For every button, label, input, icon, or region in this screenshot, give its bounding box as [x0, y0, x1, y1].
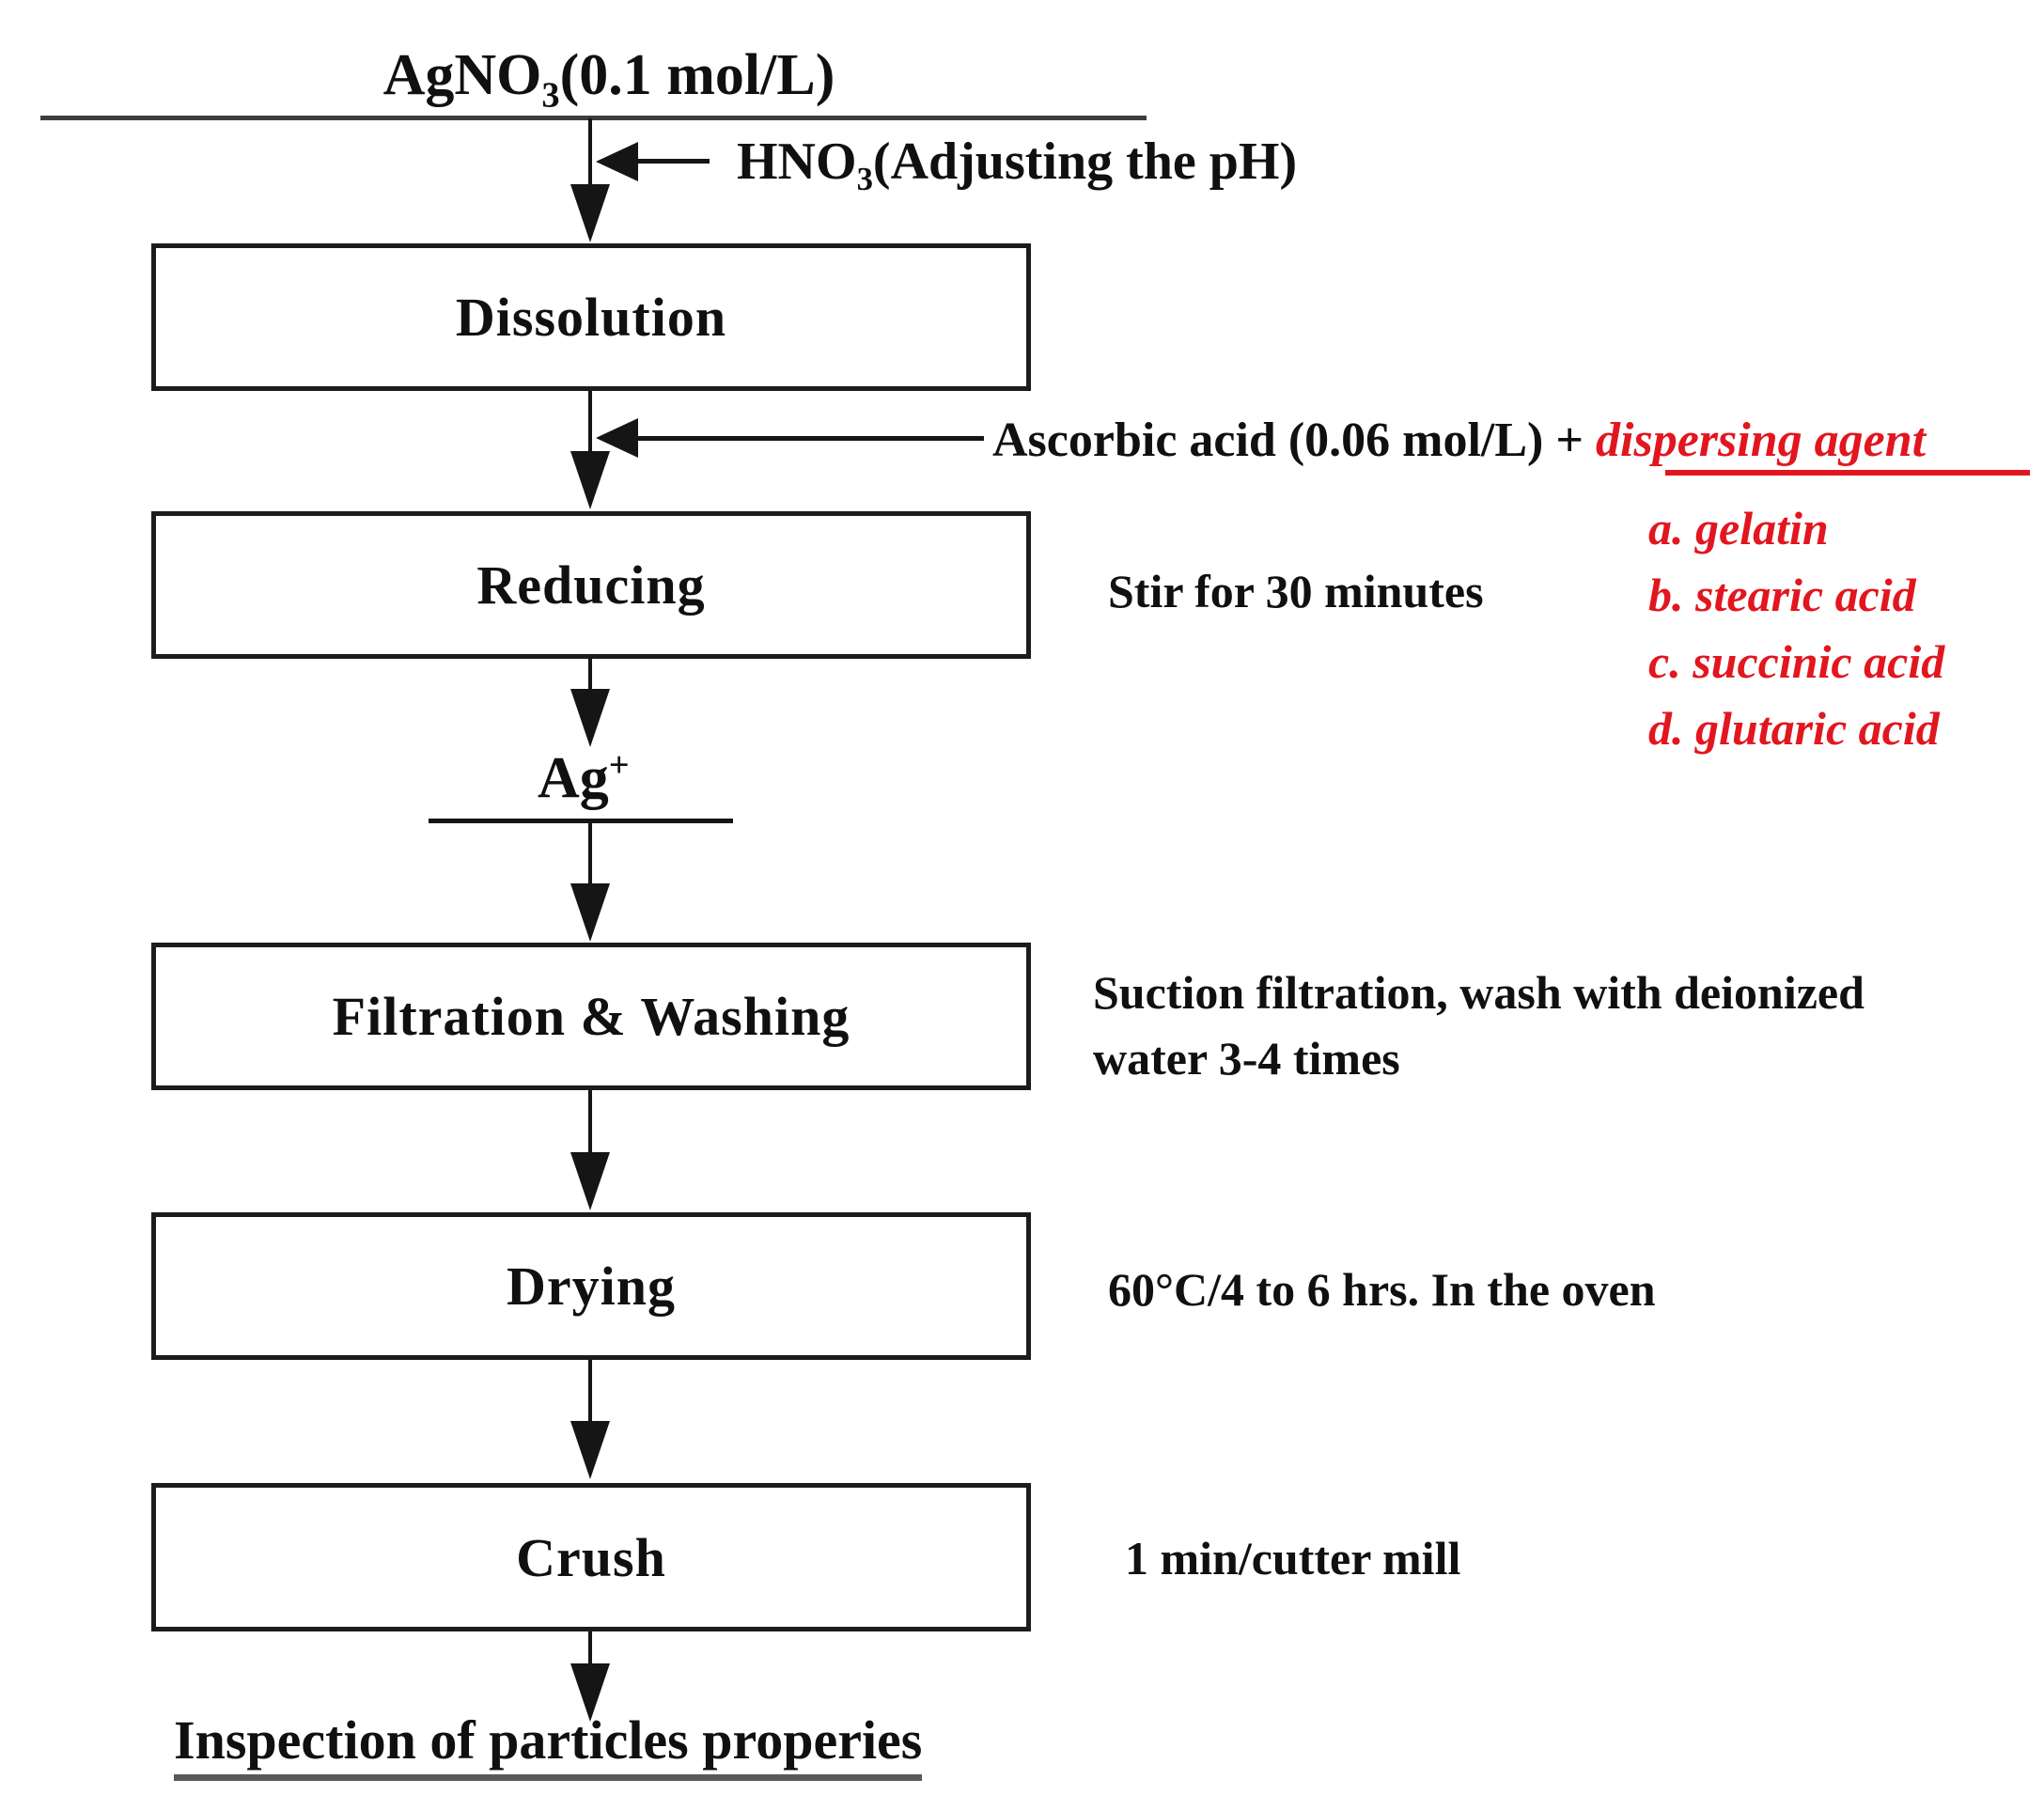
source-formula: AgNO: [382, 43, 542, 107]
arrow-line-crush-to-inspection: [588, 1631, 592, 1667]
filtration-annotation-line2: water 3-4 times: [1093, 1032, 1400, 1085]
step-label-crush: Crush: [516, 1526, 666, 1588]
dispersing-agent-underline: [1665, 470, 2030, 476]
arrowhead-down-ag-icon: [570, 689, 610, 747]
intermediate-ag-label: Ag+: [538, 744, 630, 812]
arrowhead-down-reducing-icon: [570, 451, 610, 509]
source-concentration: (0.1 mol/L): [559, 43, 835, 107]
arrowhead-down-inspection-icon: [570, 1663, 610, 1722]
step-label-filtration: Filtration & Washing: [332, 986, 850, 1047]
hno3-note: (Adjusting the pH): [872, 133, 1298, 191]
arrow-line-drying-to-crush: [588, 1360, 592, 1424]
dispersing-agent-text: dispersing agent: [1596, 414, 1927, 467]
filtration-annotation-line1: Suction filtration, wash with deionized: [1093, 966, 1865, 1019]
arrow-line-ag-to-filtration: [588, 821, 592, 887]
source-reagent-label: AgNO3(0.1 mol/L): [346, 42, 872, 114]
step-box-crush: Crush: [151, 1483, 1031, 1631]
step-box-drying: Drying: [151, 1212, 1031, 1360]
arrowhead-left-ascorbic-icon: [596, 418, 638, 458]
ag-species: Ag: [538, 746, 609, 810]
dispersing-agent-item-b: b. stearic acid: [1648, 569, 1916, 621]
arrowhead-down-dissolution-icon: [570, 184, 610, 242]
dispersing-agent-list: a. gelatin b. stearic acid c. succinic a…: [1648, 495, 1944, 762]
arrow-line-ascorbic: [636, 436, 984, 441]
arrow-line-hno3: [636, 159, 710, 164]
step-box-reducing: Reducing: [151, 511, 1031, 659]
ag-charge-superscript: +: [608, 745, 630, 786]
arrow-line-source-to-dissolution: [588, 118, 592, 190]
step-label-dissolution: Dissolution: [455, 287, 727, 348]
crush-annotation: 1 min/cutter mill: [1125, 1532, 1461, 1584]
arrowhead-left-hno3-icon: [596, 142, 638, 181]
dispersing-agent-item-c: c. succinic acid: [1648, 635, 1945, 688]
arrowhead-down-filtration-icon: [570, 883, 610, 942]
arrow-line-dissolution-to-reducing: [588, 391, 592, 457]
hno3-formula: HNO: [737, 133, 857, 191]
dispersing-agent-item-d: d. glutaric acid: [1648, 702, 1940, 755]
arrowhead-down-crush-icon: [570, 1421, 610, 1479]
arrow-line-reducing-to-ag: [588, 659, 592, 693]
ascorbic-input-label: Ascorbic acid (0.06 mol/L) + dispersing …: [992, 414, 1926, 468]
source-formula-subscript: 3: [541, 75, 560, 116]
ascorbic-black-text: Ascorbic acid (0.06 mol/L) +: [992, 414, 1597, 467]
arrow-line-filtration-to-drying: [588, 1090, 592, 1156]
drying-annotation: 60°C/4 to 6 hrs. In the oven: [1108, 1263, 1656, 1316]
step-box-dissolution: Dissolution: [151, 243, 1031, 391]
step-label-reducing: Reducing: [476, 554, 706, 616]
step-label-drying: Drying: [507, 1256, 676, 1317]
source-underline-rule: [40, 116, 1147, 120]
reducing-annotation: Stir for 30 minutes: [1108, 565, 1484, 617]
dispersing-agent-item-a: a. gelatin: [1648, 502, 1829, 554]
final-output-wrap: Inspection of particles properies: [174, 1709, 923, 1781]
final-output-label: Inspection of particles properies: [174, 1709, 923, 1781]
filtration-annotation: Suction filtration, wash with deionized …: [1093, 960, 1865, 1091]
hno3-input-label: HNO3(Adjusting the pH): [737, 132, 1298, 195]
hno3-formula-subscript: 3: [856, 161, 873, 198]
ag-underline-rule: [429, 819, 733, 823]
arrowhead-down-drying-icon: [570, 1152, 610, 1210]
step-box-filtration: Filtration & Washing: [151, 943, 1031, 1090]
